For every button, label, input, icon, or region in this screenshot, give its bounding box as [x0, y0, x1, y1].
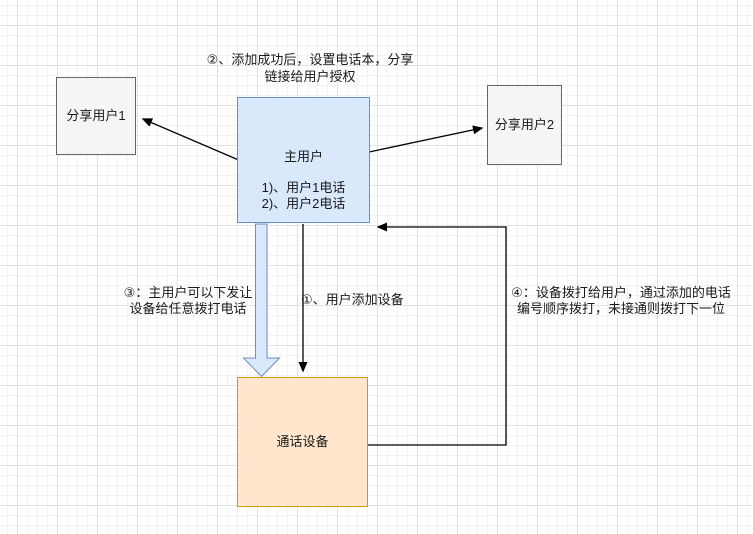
- phone-line-2: 2)、用户2电话: [261, 195, 346, 211]
- node-call-device-label: 通话设备: [276, 434, 329, 449]
- node-call-device[interactable]: 通话设备: [237, 377, 368, 507]
- annotation-step2-line2: 链接给用户授权: [264, 69, 356, 84]
- annotation-step4-line2: 编号顺序拨打，未接通则拨打下一位: [516, 301, 725, 316]
- annotation-step4[interactable]: ④：设备拨打给用户，通过添加的电话 编号顺序拨打，未接通则拨打下一位: [508, 285, 734, 317]
- annotation-step3-line2: 设备给任意拨打电话: [129, 301, 247, 316]
- arrow-main-to-share-user-1[interactable]: [141, 118, 242, 162]
- phone-line-1: 1)、用户1电话: [261, 180, 346, 195]
- annotation-step1[interactable]: ①、用户添加设备: [301, 291, 404, 308]
- node-share-user-1[interactable]: 分享用户1: [56, 77, 136, 155]
- node-share-user-2[interactable]: 分享用户2: [487, 85, 562, 165]
- annotation-step3-line1: ③：主用户可以下发让: [123, 285, 253, 300]
- annotation-step2[interactable]: ②、添加成功后，设置电话本，分享 链接给用户授权: [200, 51, 420, 85]
- node-main-user-title: 主用户: [283, 149, 323, 164]
- node-main-user-phone-list: 1)、用户1电话 2)、用户2电话: [262, 180, 346, 211]
- fat-down-arrow-step3[interactable]: [242, 223, 281, 378]
- arrow-main-to-share-user-2[interactable]: [368, 125, 484, 153]
- node-main-user[interactable]: 主用户 1)、用户1电话 2)、用户2电话: [237, 97, 370, 223]
- annotation-step1-line1: ①、用户添加设备: [301, 292, 404, 307]
- annotation-step4-line1: ④：设备拨打给用户，通过添加的电话: [511, 285, 731, 300]
- annotation-step2-line1: ②、添加成功后，设置电话本，分享: [206, 52, 414, 67]
- node-share-user-2-label: 分享用户2: [494, 117, 555, 132]
- annotation-step3[interactable]: ③：主用户可以下发让 设备给任意拨打电话: [117, 285, 259, 317]
- arrow-step4-device-to-main[interactable]: [368, 222, 507, 446]
- node-share-user-1-label: 分享用户1: [66, 108, 126, 123]
